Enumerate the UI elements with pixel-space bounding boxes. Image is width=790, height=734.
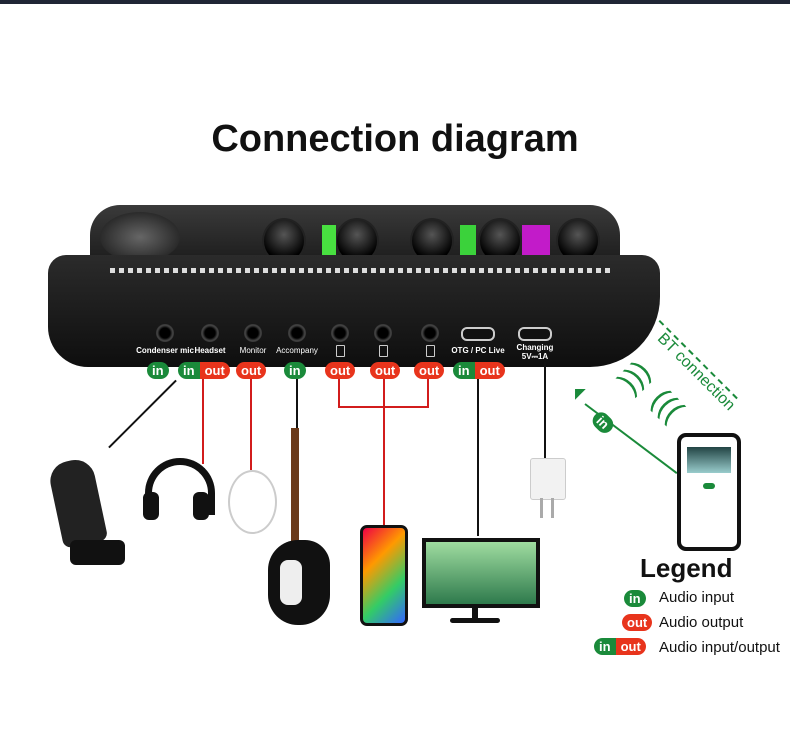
badge-in: in	[284, 362, 306, 379]
badge-in-out: in out	[453, 362, 505, 379]
legend-title: Legend	[640, 553, 733, 583]
main-dial	[100, 212, 180, 262]
port-label-condenser-mic: Condenser mic	[136, 346, 194, 355]
monitor-stand	[472, 604, 478, 620]
wireless-signal-icon: )))	[612, 354, 657, 399]
bt-badge-in: in	[589, 408, 617, 437]
wire-charging	[544, 362, 546, 458]
badge-out: out	[414, 362, 445, 379]
wire-mic	[108, 379, 177, 449]
guitar-pickguard	[280, 560, 302, 605]
badge-in: in	[594, 638, 616, 655]
headphone-cup	[193, 492, 209, 520]
sound-card-body	[48, 255, 660, 367]
phone-icon	[336, 345, 345, 357]
top-bar	[0, 0, 790, 4]
badge-in-out: in out	[178, 362, 230, 379]
port-label-headset: Headset	[194, 346, 226, 355]
badge-out: out	[325, 362, 356, 379]
smartphone-image	[360, 525, 408, 626]
wire-phone-3	[427, 378, 429, 408]
headphone-cup	[143, 492, 159, 520]
wire-accompany	[296, 378, 298, 430]
badge-in: in	[453, 362, 475, 379]
port-phone-3	[421, 324, 439, 342]
earphones-image	[228, 470, 277, 534]
pad-magenta	[522, 225, 550, 255]
badge-out: out	[370, 362, 401, 379]
phone-icon	[379, 345, 388, 357]
legend-audio-output: Audio output	[659, 614, 744, 631]
diagram-title: Connection diagram	[211, 118, 579, 160]
port-label-otg: OTG / PC Live	[451, 346, 505, 355]
mic-mount	[70, 540, 125, 565]
badge-out: out	[474, 362, 505, 379]
port-charging	[518, 327, 552, 341]
monitor-base	[450, 618, 500, 623]
badge-out: out	[615, 638, 646, 655]
wireless-signal-icon: )))	[642, 385, 687, 430]
badge-out: out	[622, 614, 653, 631]
wire-monitor	[250, 378, 252, 470]
pad-green	[322, 225, 336, 255]
badge-out: out	[199, 362, 230, 379]
port-condenser-mic	[156, 324, 174, 342]
wire-headset	[202, 378, 204, 464]
wire-phone-1	[338, 378, 340, 408]
port-label-charging: Changing 5V⎓1A	[516, 343, 554, 361]
arrow-head-icon: ◤	[575, 385, 586, 401]
port-monitor	[244, 324, 262, 342]
legend-audio-input-output: Audio input/output	[659, 639, 780, 656]
led-strip	[110, 268, 610, 273]
wire-otg	[477, 378, 479, 536]
badge-in: in	[178, 362, 200, 379]
port-accompany	[288, 324, 306, 342]
port-label-accompany: Accompany	[276, 346, 318, 355]
charger-image	[530, 458, 566, 500]
badge-in: in	[624, 590, 646, 607]
badge-in-out: in out	[594, 638, 646, 655]
phone-icon	[426, 345, 435, 357]
condenser-mic-image	[46, 456, 109, 549]
bt-phone-image	[677, 433, 741, 551]
pad-green	[460, 225, 476, 255]
legend-audio-input: Audio input	[659, 589, 735, 606]
port-phone-1	[331, 324, 349, 342]
port-otg	[461, 327, 495, 341]
guitar-neck	[291, 428, 299, 558]
headphones-image	[145, 458, 215, 515]
port-headset	[201, 324, 219, 342]
charger-prong	[540, 498, 543, 518]
charger-prong	[551, 498, 554, 518]
badge-in: in	[147, 362, 169, 379]
port-phone-2	[374, 324, 392, 342]
wire-phone-2	[383, 378, 385, 525]
album-art	[687, 447, 731, 473]
port-label-monitor: Monitor	[239, 346, 267, 355]
play-button[interactable]	[703, 483, 715, 489]
monitor-image	[422, 538, 540, 608]
badge-out: out	[236, 362, 267, 379]
